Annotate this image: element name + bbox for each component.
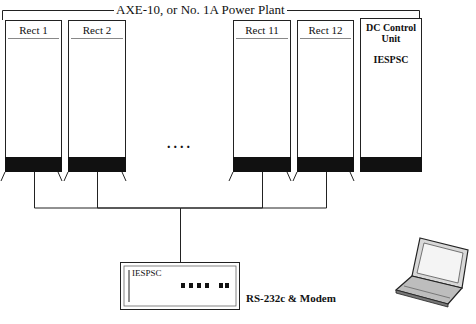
rectifier-cabinet: Rect 12 <box>297 20 354 172</box>
controller-name: IESPSC <box>361 54 421 65</box>
panel-divider <box>129 270 130 302</box>
cabinet-base-band <box>5 157 62 172</box>
power-plant-group: AXE-10, or No. 1A Power PlantRect 1 Rect … <box>2 4 420 174</box>
bus-wire <box>35 172 181 262</box>
cabinet-top-trim <box>300 38 351 39</box>
interface-label: RS-232c & Modem <box>246 292 336 304</box>
rectifier-cabinet: Rect 11 <box>233 20 291 172</box>
indicator-lamp <box>225 283 229 288</box>
panel-frame <box>124 266 236 306</box>
bus-wire <box>181 172 327 262</box>
indicator-lamp <box>197 283 201 288</box>
cabinet-top-trim <box>8 38 59 39</box>
rectifier-cabinet: Rect 2 <box>68 20 126 172</box>
cabinet-label: Rect 1 <box>6 24 61 37</box>
bus-wire <box>98 172 181 262</box>
cabinet-top-trim <box>71 38 123 39</box>
cabinet-base-band <box>297 157 354 172</box>
cabinet-top-trim <box>236 38 288 39</box>
group-title: AXE-10, or No. 1A Power Plant <box>114 3 287 17</box>
monitor-unit: IESPSC <box>120 262 240 310</box>
cabinet-feet <box>1 172 354 181</box>
indicator-lamp <box>189 283 193 288</box>
cabinet-label: Rect 11 <box>234 24 290 37</box>
cabinet-label: Rect 12 <box>298 24 353 37</box>
ellipsis-dots: .... <box>167 136 193 152</box>
cabinet-base-band <box>233 157 291 172</box>
rectifier-cabinet: Rect 1 <box>5 20 62 172</box>
cabinet-base-band <box>360 157 422 172</box>
cabinet-base-band <box>68 157 126 172</box>
unit-label: IESPSC <box>132 268 162 278</box>
cabinet-label: DC Control Unit <box>361 22 421 44</box>
cabinet-label: Rect 2 <box>69 24 125 37</box>
indicator-lamp <box>219 283 223 288</box>
laptop-icon <box>396 238 468 307</box>
control-cabinet: DC Control UnitIESPSC <box>360 18 422 172</box>
bus-wire <box>181 172 263 262</box>
indicator-lamp <box>205 283 209 288</box>
indicator-lamp <box>181 283 185 288</box>
